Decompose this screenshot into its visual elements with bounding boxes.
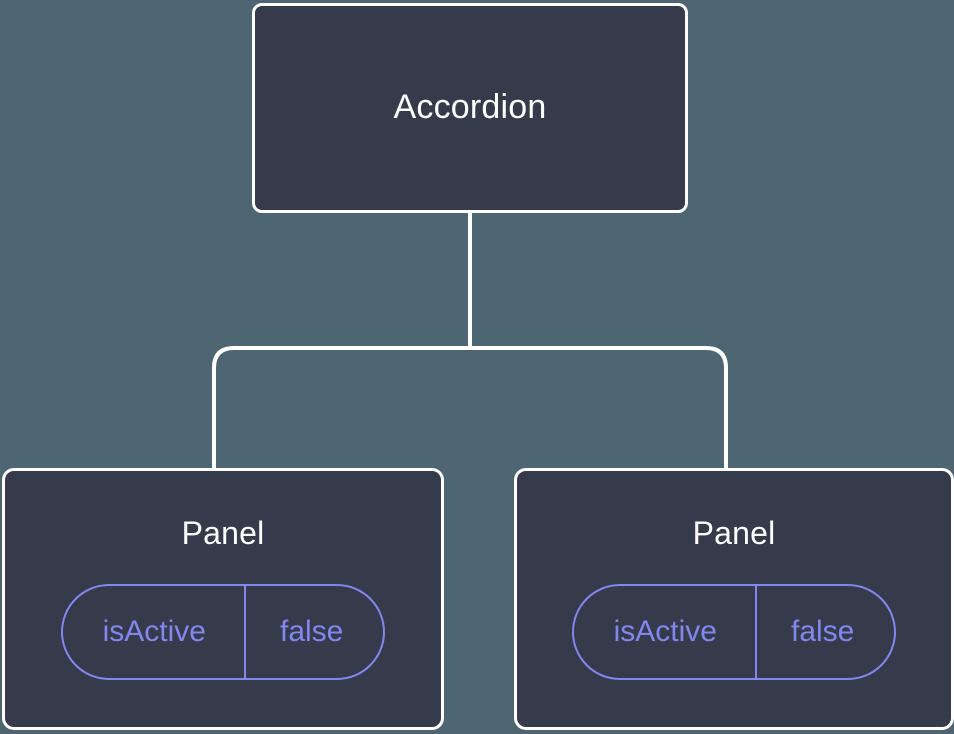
node-accordion[interactable]: Accordion [252,3,688,213]
node-panel-right-title: Panel [692,515,776,551]
node-panel-left-title: Panel [181,515,265,551]
prop-value-right: false [754,586,894,679]
node-accordion-title: Accordion [393,88,547,127]
prop-key-right: isActive [613,615,717,649]
node-panel-right[interactable]: Panel isActive false [514,468,954,730]
node-panel-left[interactable]: Panel isActive false [2,468,444,730]
prop-pill-right[interactable]: isActive false [571,584,897,681]
prop-key-left: isActive [102,615,206,649]
prop-value-left: false [243,586,383,679]
prop-pill-left[interactable]: isActive false [60,584,386,681]
connector-branch-bar [212,346,728,468]
